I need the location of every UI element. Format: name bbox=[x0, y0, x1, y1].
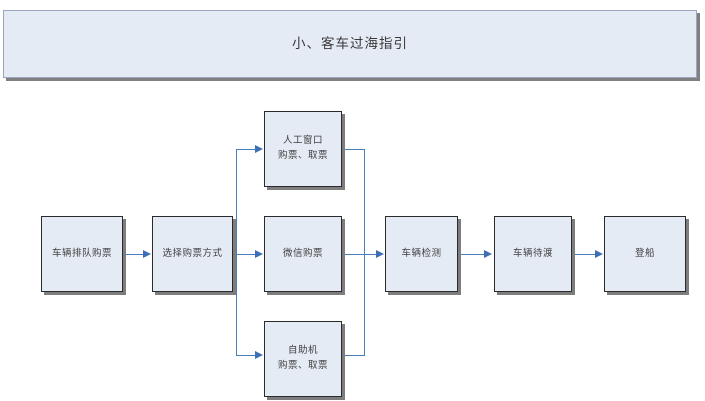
connector-waiting-to-boarding bbox=[573, 254, 596, 255]
arrowhead-inspection-to-waiting bbox=[484, 249, 492, 258]
connector-queue-to-choose bbox=[124, 254, 144, 255]
connector-choose-stub bbox=[234, 254, 256, 255]
connector-trunk-to-kiosk bbox=[236, 355, 256, 356]
node-label: 人工窗口 购票、取票 bbox=[277, 135, 328, 161]
arrowhead-to-wechat bbox=[255, 249, 263, 258]
connector-wechat-to-inspection bbox=[343, 254, 377, 255]
arrowhead-to-inspection bbox=[376, 249, 384, 258]
connector-trunk-to-counter bbox=[236, 149, 256, 150]
node-label: 车辆检测 bbox=[401, 247, 442, 259]
arrowhead-to-counter bbox=[255, 144, 263, 153]
connector-branch-trunk bbox=[236, 149, 237, 355]
node-label: 车辆排队购票 bbox=[51, 247, 112, 259]
node-vehicle-queue-ticket[interactable]: 车辆排队购票 bbox=[41, 216, 123, 292]
node-label: 登船 bbox=[634, 247, 655, 259]
node-vehicle-waiting[interactable]: 车辆待渡 bbox=[494, 216, 572, 292]
node-vehicle-inspection[interactable]: 车辆检测 bbox=[385, 216, 458, 292]
node-manual-counter[interactable]: 人工窗口 购票、取票 bbox=[264, 111, 342, 187]
connector-kiosk-to-merge bbox=[343, 355, 365, 356]
node-choose-ticket-method[interactable]: 选择购票方式 bbox=[152, 216, 233, 292]
node-self-service-kiosk[interactable]: 自助机 购票、取票 bbox=[264, 321, 342, 397]
connector-inspection-to-waiting bbox=[459, 254, 485, 255]
node-wechat-ticket[interactable]: 微信购票 bbox=[264, 216, 342, 292]
page-title: 小、客车过海指引 bbox=[292, 35, 408, 51]
connector-counter-to-merge bbox=[343, 149, 365, 150]
arrowhead-queue-to-choose bbox=[143, 249, 151, 258]
node-label: 车辆待渡 bbox=[512, 247, 553, 259]
node-boarding[interactable]: 登船 bbox=[604, 216, 686, 292]
connector-merge-trunk bbox=[364, 149, 365, 355]
arrowhead-to-kiosk bbox=[255, 350, 263, 359]
arrowhead-waiting-to-boarding bbox=[595, 249, 603, 258]
node-label: 自助机 购票、取票 bbox=[277, 345, 328, 371]
node-label: 微信购票 bbox=[282, 247, 323, 259]
header-banner: 小、客车过海指引 bbox=[3, 10, 697, 78]
node-label: 选择购票方式 bbox=[162, 247, 223, 259]
